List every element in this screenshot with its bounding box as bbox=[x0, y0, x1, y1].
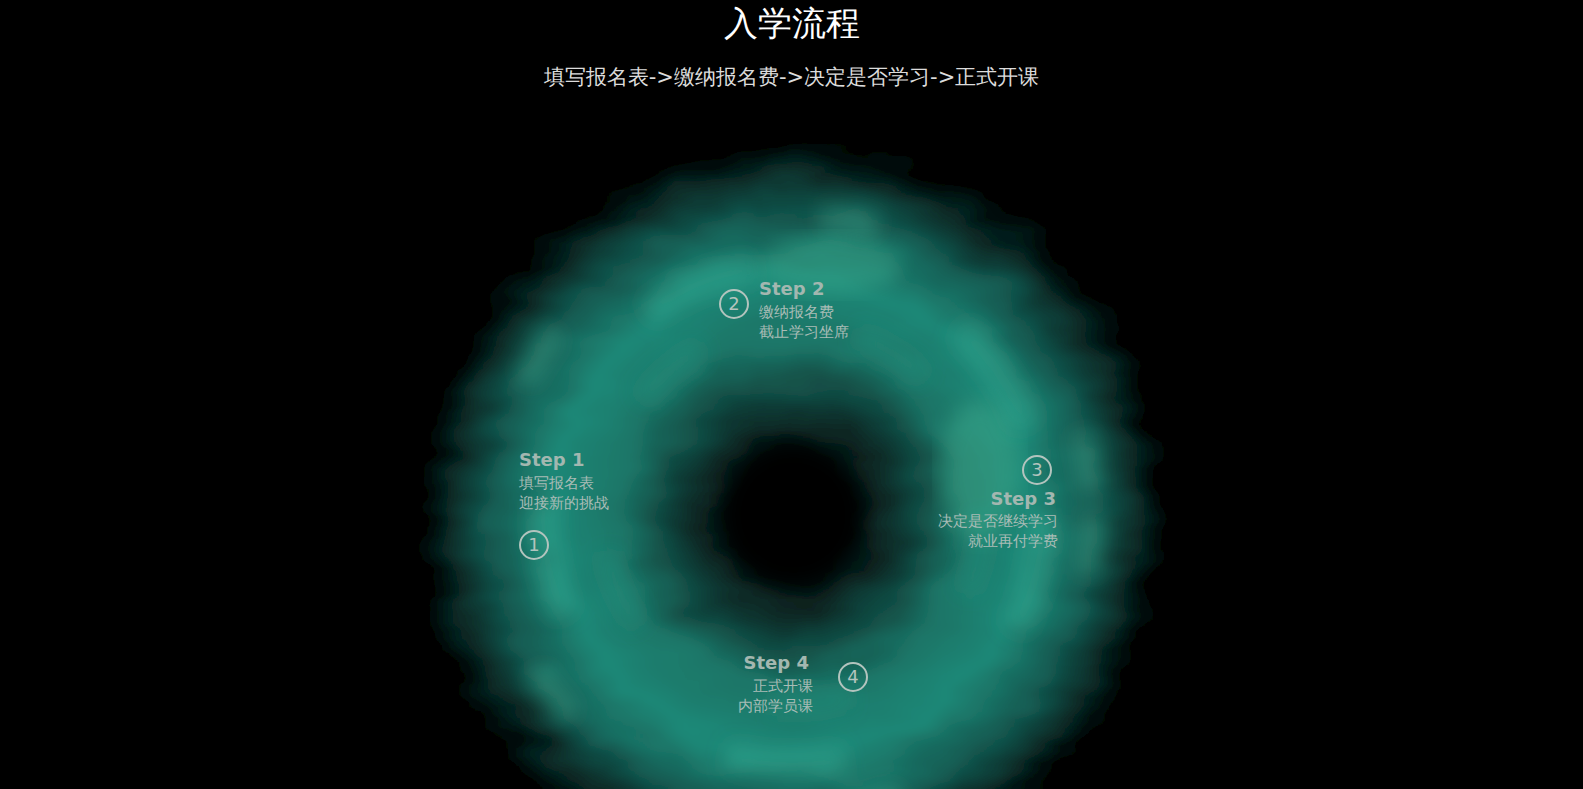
step-text: 缴纳报名费 bbox=[759, 303, 834, 322]
step-text: 截止学习坐席 bbox=[759, 323, 849, 342]
step-number: 3 bbox=[1022, 455, 1052, 485]
step-group: Step 1 填写报名表迎接新的挑战 1 bbox=[519, 449, 609, 560]
step-heading: Step 4 bbox=[744, 652, 809, 674]
step-group: 3Step 3 决定是否继续学习就业再付学费 bbox=[938, 455, 1058, 551]
step-group: Step 4 正式开课内部学员课 4 bbox=[738, 652, 868, 716]
step-text: 内部学员课 bbox=[738, 697, 813, 716]
step-number: 2 bbox=[719, 289, 749, 319]
step-heading: Step 2 bbox=[759, 278, 824, 300]
step-text: 决定是否继续学习 bbox=[938, 512, 1058, 531]
step-number: 4 bbox=[838, 662, 868, 692]
step-text: 填写报名表 bbox=[519, 474, 594, 493]
step-heading: Step 1 bbox=[519, 449, 584, 471]
subtitle: 填写报名表->缴纳报名费->决定是否学习->正式开课 bbox=[544, 63, 1040, 91]
title: 入学流程 bbox=[724, 1, 860, 47]
step-heading: Step 3 bbox=[991, 488, 1056, 510]
step-text: 就业再付学费 bbox=[968, 532, 1058, 551]
step-group: 2 Step 2 缴纳报名费截止学习坐席 bbox=[719, 278, 849, 342]
step-text: 迎接新的挑战 bbox=[519, 494, 609, 513]
step-text: 正式开课 bbox=[753, 677, 813, 696]
step-number: 1 bbox=[519, 530, 549, 560]
